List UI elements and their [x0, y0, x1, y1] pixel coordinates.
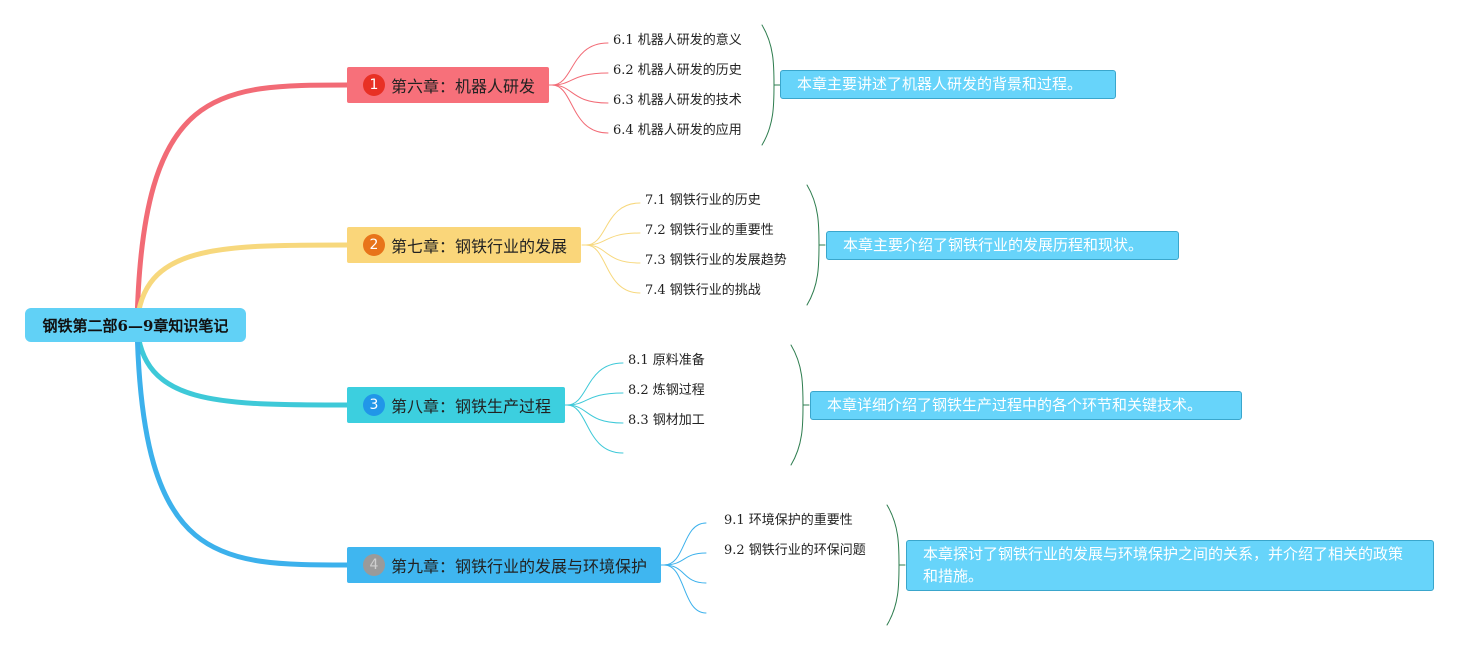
sub-topic[interactable]: 7.2 钢铁行业的重要性 — [645, 223, 774, 238]
sub-branch — [551, 72, 609, 86]
sub-topic[interactable]: 6.3 机器人研发的技术 — [613, 93, 742, 108]
sub-branch — [566, 362, 624, 406]
sub-topic[interactable]: 6.4 机器人研发的应用 — [613, 123, 742, 138]
chapter-summary[interactable]: 本章主要讲述了机器人研发的背景和过程。 — [780, 70, 1116, 99]
chapter-summary[interactable]: 本章主要介绍了钢铁行业的发展历程和现状。 — [826, 231, 1179, 260]
sub-topic[interactable]: 8.2 炼钢过程 — [628, 383, 705, 398]
root-node[interactable]: 钢铁第二部6—9章知识笔记 — [25, 308, 246, 342]
main-branch — [134, 82, 351, 328]
sub-topic[interactable]: 9.2 钢铁行业的环保问题 — [724, 543, 866, 558]
sub-branch — [663, 522, 707, 566]
sub-branch — [551, 42, 609, 86]
sub-topic[interactable]: 8.1 原料准备 — [628, 353, 705, 368]
sub-branch — [585, 244, 641, 294]
bracket-icon — [790, 344, 804, 466]
bracket-icon — [806, 184, 820, 306]
chapter-title: 第七章：钢铁行业的发展 — [391, 237, 568, 256]
sub-branch — [585, 202, 641, 246]
sub-branch — [663, 564, 707, 614]
chapter-number-badge: 2 — [363, 234, 385, 256]
chapter-title: 第八章：钢铁生产过程 — [391, 397, 552, 416]
sub-branch — [566, 404, 624, 454]
chapter-title: 第九章：钢铁行业的发展与环境保护 — [391, 557, 648, 576]
chapter-title: 第六章：机器人研发 — [391, 77, 536, 96]
sub-branch — [663, 564, 707, 584]
sub-branch — [551, 84, 609, 134]
chapter-number-badge: 4 — [363, 554, 385, 576]
sub-branch — [551, 84, 609, 104]
main-branch — [134, 322, 351, 568]
chapter-node-6[interactable]: 1 第六章：机器人研发 — [347, 67, 550, 103]
chapter-summary[interactable]: 本章探讨了钢铁行业的发展与环境保护之间的关系，并介绍了相关的政策和措施。 — [906, 540, 1434, 591]
sub-topic[interactable]: 7.1 钢铁行业的历史 — [645, 193, 761, 208]
chapter-number-badge: 3 — [363, 394, 385, 416]
sub-topic[interactable]: 6.1 机器人研发的意义 — [613, 33, 742, 48]
sub-topic[interactable]: 9.1 环境保护的重要性 — [724, 513, 853, 528]
chapter-node-7[interactable]: 2 第七章：钢铁行业的发展 — [347, 227, 582, 263]
sub-branch — [585, 244, 641, 264]
sub-topic[interactable]: 8.3 钢材加工 — [628, 413, 705, 428]
sub-topic[interactable]: 7.3 钢铁行业的发展趋势 — [645, 253, 787, 268]
bracket-icon — [886, 504, 900, 626]
sub-branch — [585, 232, 641, 246]
bracket-icon — [761, 24, 775, 146]
sub-branch — [663, 552, 707, 566]
sub-topic[interactable]: 6.2 机器人研发的历史 — [613, 63, 742, 78]
sub-branch — [566, 404, 624, 424]
chapter-node-9[interactable]: 4 第九章：钢铁行业的发展与环境保护 — [347, 547, 662, 583]
main-branch — [134, 322, 351, 408]
chapter-node-8[interactable]: 3 第八章：钢铁生产过程 — [347, 387, 566, 423]
chapter-summary[interactable]: 本章详细介绍了钢铁生产过程中的各个环节和关键技术。 — [810, 391, 1242, 420]
sub-topic[interactable]: 7.4 钢铁行业的挑战 — [645, 283, 761, 298]
chapter-number-badge: 1 — [363, 74, 385, 96]
main-branch — [134, 242, 351, 328]
sub-branch — [566, 392, 624, 406]
